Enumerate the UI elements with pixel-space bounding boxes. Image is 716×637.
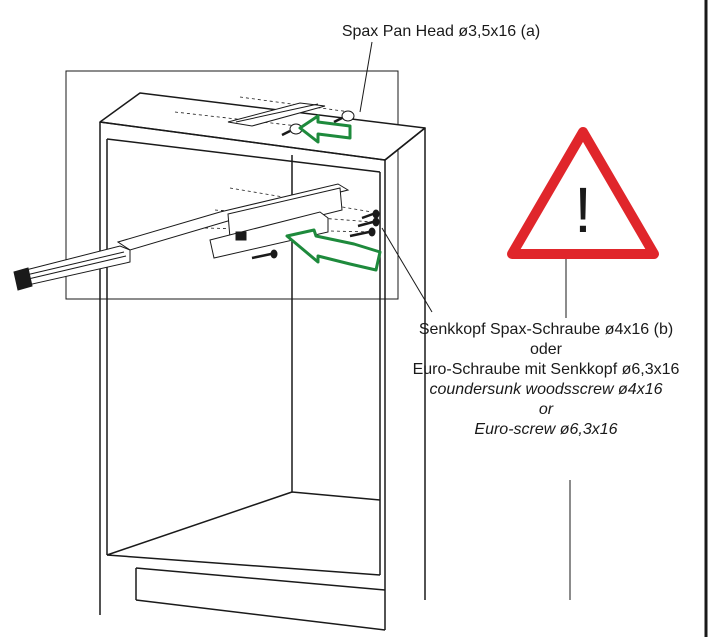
slide-mount-bracket bbox=[209, 211, 329, 259]
slide-handle-end bbox=[13, 267, 33, 291]
label-screw-a: Spax Pan Head ø3,5x16 (a) bbox=[341, 23, 541, 40]
cabinet-top bbox=[99, 92, 426, 161]
arrow-icon bbox=[298, 114, 352, 144]
drawer-slide bbox=[13, 183, 350, 291]
side-screws bbox=[251, 209, 380, 260]
screw-icon bbox=[349, 227, 376, 238]
leader-line-a bbox=[359, 41, 373, 113]
label-screw-b-en: coundersunk woodsscrew ø4x16 bbox=[429, 381, 663, 398]
label-or-de: oder bbox=[529, 341, 563, 358]
cabinet-front-top bbox=[99, 121, 386, 161]
label-screw-b-block: Senkkopf Spax-Schraube ø4x16 (b) oder Eu… bbox=[376, 320, 716, 440]
screw-icon bbox=[251, 249, 278, 260]
label-or-en: or bbox=[538, 401, 554, 418]
warning-exclamation-icon: ! bbox=[574, 174, 592, 246]
arrow-icon bbox=[285, 228, 382, 272]
cabinet-plinth-top bbox=[135, 567, 386, 591]
cabinet-plinth-bottom bbox=[135, 599, 386, 631]
screw-icon bbox=[333, 110, 355, 124]
label-screw-b-de: Senkkopf Spax-Schraube ø4x16 (b) bbox=[418, 321, 674, 338]
cabinet-bottom-edge bbox=[106, 554, 381, 576]
top-screws bbox=[281, 110, 355, 137]
slide-body bbox=[227, 187, 343, 239]
top-rail bbox=[227, 102, 326, 127]
label-euro-de: Euro-Schraube mit Senkkopf ø6,3x16 bbox=[412, 361, 680, 378]
warning-triangle bbox=[507, 127, 659, 259]
cabinet-right-side bbox=[384, 127, 426, 600]
cabinet-front-inner-top bbox=[106, 138, 381, 173]
leader-line-b bbox=[381, 227, 433, 313]
warning-sign: ! bbox=[507, 127, 659, 259]
label-euro-en: Euro-screw ø6,3x16 bbox=[474, 421, 618, 438]
screw-icon bbox=[281, 123, 303, 137]
detail-frame bbox=[65, 70, 399, 300]
screw-icon bbox=[357, 217, 380, 228]
slide-inner-rail bbox=[17, 245, 131, 286]
screw-icon bbox=[361, 209, 380, 220]
cabinet-inner-bottom bbox=[106, 491, 381, 556]
